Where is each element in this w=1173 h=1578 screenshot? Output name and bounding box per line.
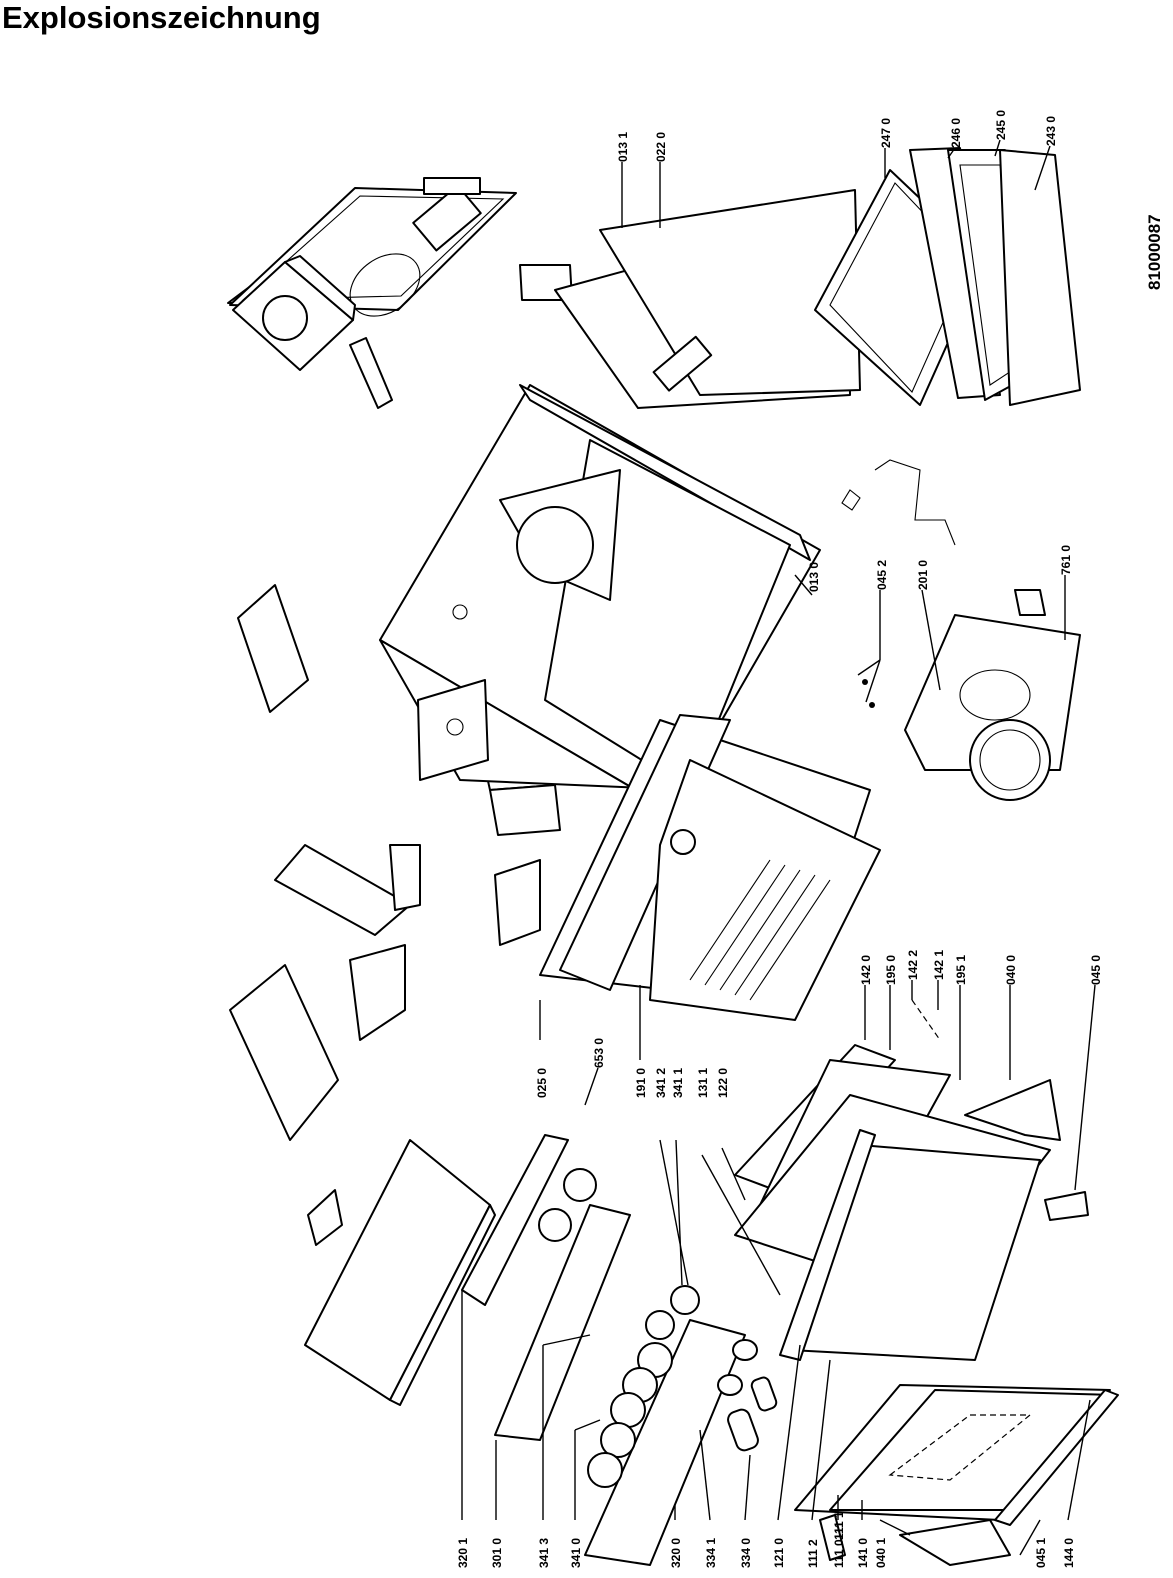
label-341-0: 341 0 [569, 1538, 583, 1568]
label-142-1: 142 1 [932, 950, 946, 980]
side-panel [229, 844, 541, 1141]
small-bracket [237, 337, 393, 713]
label-045-2: 045 2 [875, 560, 889, 590]
fan-housing [232, 255, 356, 371]
door-inner-frames [734, 1044, 1051, 1361]
top-trim [304, 1139, 496, 1406]
oven-trays [814, 147, 1081, 406]
label-201-0: 201 0 [916, 560, 930, 590]
oven-door [794, 1384, 1119, 1526]
label-247-0: 247 0 [879, 118, 893, 148]
part-labels: 013 1 022 0 247 0 246 0 245 0 243 0 013 … [456, 110, 1103, 1568]
wire-shelf-support [841, 459, 956, 546]
label-341-3: 341 3 [537, 1538, 551, 1568]
label-245-0: 245 0 [994, 110, 1008, 140]
label-121-0: 121 0 [772, 1538, 786, 1568]
label-334-1: 334 1 [704, 1538, 718, 1568]
label-045-0: 045 0 [1089, 955, 1103, 985]
label-142-0: 142 0 [859, 955, 873, 985]
label-111-1: 111 1 [832, 1511, 846, 1540]
label-141-0: 141 0 [856, 1538, 870, 1568]
fan-cover-plate [862, 589, 1081, 801]
oven-cavity [539, 714, 881, 1021]
label-040-1: 040 1 [874, 1538, 888, 1568]
label-653-0: 653 0 [592, 1038, 606, 1068]
label-022-0: 022 0 [654, 132, 668, 162]
label-195-1: 195 1 [954, 955, 968, 985]
label-142-2: 142 2 [906, 950, 920, 980]
label-122-0: 122 0 [716, 1068, 730, 1098]
label-131-1: 131 1 [696, 1068, 710, 1098]
label-111-2: 111 2 [806, 1539, 820, 1568]
label-761-0: 761 0 [1059, 545, 1073, 575]
label-111-0: 111 0 [832, 1539, 846, 1568]
label-040-0: 040 0 [1004, 955, 1018, 985]
document-number: 81000087 [1145, 214, 1164, 290]
label-195-0: 195 0 [884, 955, 898, 985]
control-panel [461, 1134, 778, 1566]
door-hinge [819, 1079, 1089, 1566]
oven-housing [379, 264, 821, 811]
label-025-0: 025 0 [535, 1068, 549, 1098]
label-013-1: 013 1 [616, 132, 630, 162]
label-191-0: 191 0 [634, 1068, 648, 1098]
label-013-0: 013 0 [807, 562, 821, 592]
leader-lines [461, 139, 1096, 1556]
page-title: Explosionszeichnung [2, 0, 321, 35]
label-320-1: 320 1 [456, 1538, 470, 1568]
label-334-0: 334 0 [739, 1538, 753, 1568]
label-243-0: 243 0 [1044, 116, 1058, 146]
label-341-1: 341 1 [671, 1068, 685, 1098]
label-045-1: 045 1 [1034, 1538, 1048, 1568]
label-301-0: 301 0 [490, 1538, 504, 1568]
label-341-2: 341 2 [654, 1068, 668, 1098]
label-246-0: 246 0 [949, 118, 963, 148]
label-320-0: 320 0 [669, 1538, 683, 1568]
back-panel [554, 189, 861, 409]
label-144-0: 144 0 [1062, 1538, 1076, 1568]
